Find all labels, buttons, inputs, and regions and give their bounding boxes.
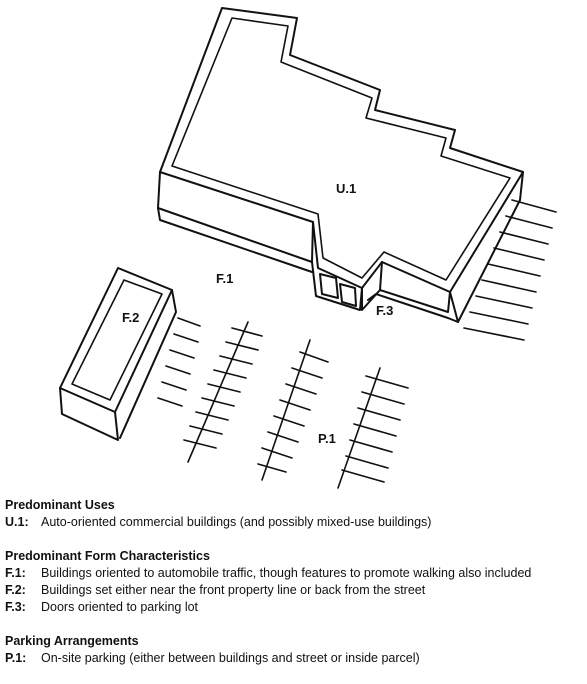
legend-parking: Parking Arrangements P.1: On-site parkin… (5, 633, 585, 667)
legend-item-u1: U.1: Auto-oriented commercial buildings … (5, 514, 585, 531)
outparcel-building (59, 267, 177, 441)
label-f2: F.2 (122, 310, 139, 325)
legend-text: Doors oriented to parking lot (41, 600, 199, 614)
legend-text: Buildings oriented to automobile traffic… (41, 566, 532, 580)
main-building (157, 7, 524, 323)
label-p1: P.1 (318, 431, 336, 446)
legend-uses: Predominant Uses U.1: Auto-oriented comm… (5, 497, 585, 531)
legend-text: Auto-oriented commercial buildings (and … (41, 515, 432, 529)
parking-area (157, 199, 557, 489)
legend-code: F.1: (5, 566, 26, 580)
legend-form-heading: Predominant Form Characteristics (5, 549, 210, 563)
legend-item-p1: P.1: On-site parking (either between bui… (5, 650, 585, 667)
legend-item-f2: F.2: Buildings set either near the front… (5, 582, 585, 599)
legend-code: P.1: (5, 651, 27, 665)
label-f3: F.3 (376, 303, 393, 318)
legend-form: Predominant Form Characteristics F.1: Bu… (5, 548, 585, 616)
legend-uses-heading: Predominant Uses (5, 498, 115, 512)
legend: Predominant Uses U.1: Auto-oriented comm… (5, 497, 585, 684)
site-sketch: U.1 F.1 F.2 F.3 P.1 (59, 7, 557, 489)
legend-item-f1: F.1: Buildings oriented to automobile tr… (5, 565, 585, 582)
label-u1: U.1 (336, 181, 356, 196)
legend-parking-heading: Parking Arrangements (5, 634, 139, 648)
legend-code: F.2: (5, 583, 26, 597)
legend-code: F.3: (5, 600, 26, 614)
legend-text: On-site parking (either between building… (41, 651, 420, 665)
legend-item-f3: F.3: Doors oriented to parking lot (5, 599, 585, 616)
legend-text: Buildings set either near the front prop… (41, 583, 426, 597)
label-f1: F.1 (216, 271, 233, 286)
legend-code: U.1: (5, 515, 29, 529)
